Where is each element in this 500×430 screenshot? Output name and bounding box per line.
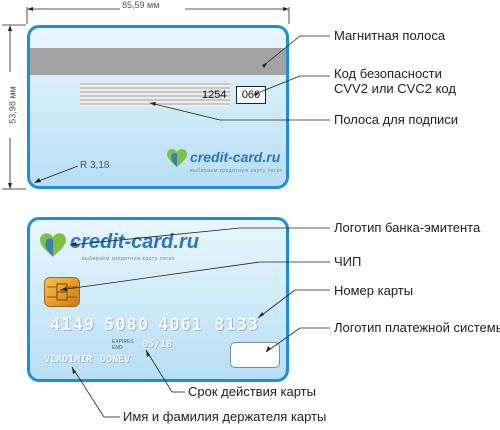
callout-holder-name: Имя и фамилия держателя карты [123,409,327,424]
callout-card-number: Номер карты [334,283,414,298]
expires-label-line2: END [112,345,123,351]
callout-security-code-line2: CVV2 или CVC2 код [334,81,456,96]
issuer-logo-text: credit-card.ru [70,231,199,253]
width-dimension-label: 85,59 мм [122,0,160,10]
signature-number: 1254 [202,89,227,101]
holder-last-name: DONEV [100,354,131,365]
card-back: 1254 060 credit-card.ru выбираем кредитн… [27,25,289,189]
expiry-date: 05/18 [142,339,173,350]
callout-payment-system-logo: Логотип платежной системы [334,320,500,335]
callout-signature-strip: Полоса для подписи [334,112,459,127]
heart-logo-icon [167,149,187,167]
holder-first-name: VLADIMIR [44,354,93,365]
card-number-group-2: 5080 [104,315,149,335]
expires-label-line1: EXPIRES [112,339,134,345]
back-logo-text: credit-card.ru [190,149,281,165]
callout-expiry: Срок действия карты [188,384,316,399]
cvv-box: 060 [236,86,266,104]
chip [44,277,80,307]
back-logo-tagline: выбираем кредитную карту легко [190,168,283,174]
card-number-group-4: 8133 [214,315,259,335]
payment-system-logo-placeholder [230,342,280,368]
chip-contacts-icon [47,283,77,301]
callout-security-code-line1: Код безопасности [334,66,442,81]
heart-logo-icon [40,233,66,257]
corner-radius-label: R 3,18 [80,160,110,171]
issuer-logo-tagline: выбираем кредитную карту легко [82,256,175,262]
callout-magnetic-stripe: Магнитная полоса [334,28,446,43]
card-front: credit-card.ru выбираем кредитную карту … [27,217,289,382]
card-number-group-1: 4149 [50,315,95,335]
card-number-group-3: 4061 [158,315,203,335]
callout-chip: ЧИП [334,254,362,269]
callout-issuer-logo: Логотип банка-эмитента [334,220,481,235]
magnetic-stripe [30,48,286,75]
